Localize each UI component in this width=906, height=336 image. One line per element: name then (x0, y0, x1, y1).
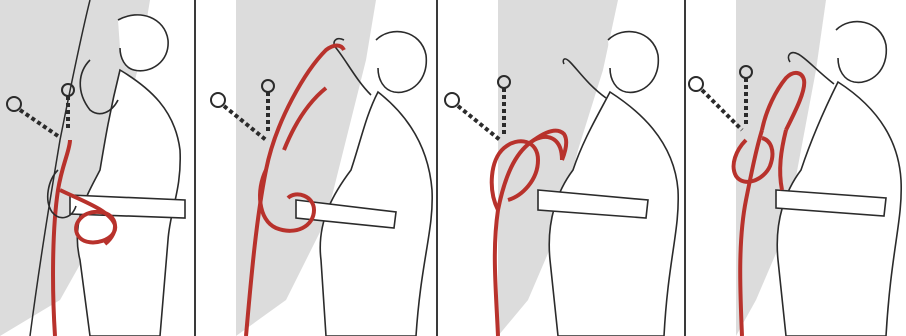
panel-4 (686, 0, 906, 336)
anchor-bolt-icon (211, 93, 225, 107)
panel-2 (196, 0, 438, 336)
panel-1 (0, 0, 196, 336)
climber-head (118, 15, 168, 71)
panel-1-drawing (0, 0, 196, 336)
climber-head (608, 32, 658, 93)
panel-3-drawing (438, 0, 686, 336)
anchor-chain (458, 106, 500, 140)
panel-3 (438, 0, 686, 336)
panel-4-drawing (686, 0, 906, 336)
panel-2-drawing (196, 0, 438, 336)
climber-head (836, 22, 886, 83)
climber-head (376, 32, 426, 93)
anchor-bolt-icon (445, 93, 459, 107)
anchor-bolt-icon (689, 77, 703, 91)
